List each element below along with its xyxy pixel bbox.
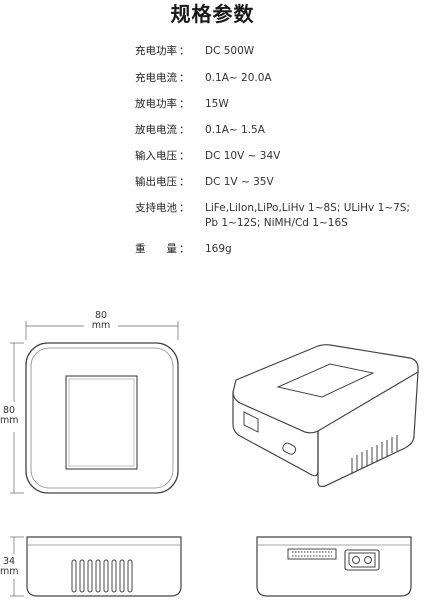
- width-value: 80: [94, 310, 108, 321]
- height-unit: mm: [0, 566, 19, 577]
- depth-value: 80: [2, 405, 16, 416]
- spec-colon: ：: [179, 124, 190, 136]
- spec-colon: ：: [179, 45, 190, 57]
- spec-value: LiFe,LiIon,LiPo,LiHv 1~8S; ULiHv 1~7S; P…: [205, 202, 410, 229]
- spec-label: 放电电流: [135, 124, 177, 136]
- spec-label: 充电功率: [135, 45, 177, 57]
- width-unit: mm: [91, 320, 111, 331]
- width-dimension-label: 80 mm: [86, 311, 116, 331]
- spec-colon: ：: [179, 176, 190, 188]
- spec-colon: ：: [179, 150, 190, 162]
- spec-colon: ：: [179, 72, 190, 84]
- spec-value: DC 1V ~ 35V: [205, 176, 274, 188]
- spec-colon: ：: [179, 243, 190, 255]
- spec-value: DC 500W: [205, 45, 255, 57]
- rear-view-drawing: [256, 536, 412, 597]
- width-dimension-line: [25, 321, 179, 340]
- spec-label: 放电功率: [135, 98, 177, 110]
- spec-value: 0.1A~ 1.5A: [205, 124, 265, 136]
- isometric-view-drawing: [232, 344, 419, 488]
- spec-value: 15W: [205, 98, 229, 110]
- height-value: 34: [2, 556, 16, 567]
- spec-value: 169g: [205, 243, 232, 255]
- spec-value: DC 10V ~ 34V: [205, 150, 281, 162]
- top-view-drawing: [25, 342, 179, 494]
- height-dimension-label: 34 mm: [0, 556, 19, 577]
- front-view-drawing: [26, 536, 182, 597]
- depth-unit: mm: [0, 415, 19, 426]
- spec-label: 重 量: [135, 243, 177, 255]
- spec-value: 0.1A~ 20.0A: [205, 72, 272, 84]
- spec-colon: ：: [179, 98, 190, 110]
- spec-colon: ：: [179, 202, 190, 214]
- spec-label: 输出电压: [135, 176, 177, 188]
- height-dimension-line: [10, 536, 24, 597]
- spec-label: 充电电流: [135, 72, 177, 84]
- depth-dimension-line: [10, 342, 24, 494]
- depth-dimension-label: 80 mm: [0, 405, 19, 426]
- spec-label: 输入电压: [135, 150, 177, 162]
- page-title: 规格参数: [170, 2, 255, 26]
- spec-label: 支持电池: [135, 202, 177, 214]
